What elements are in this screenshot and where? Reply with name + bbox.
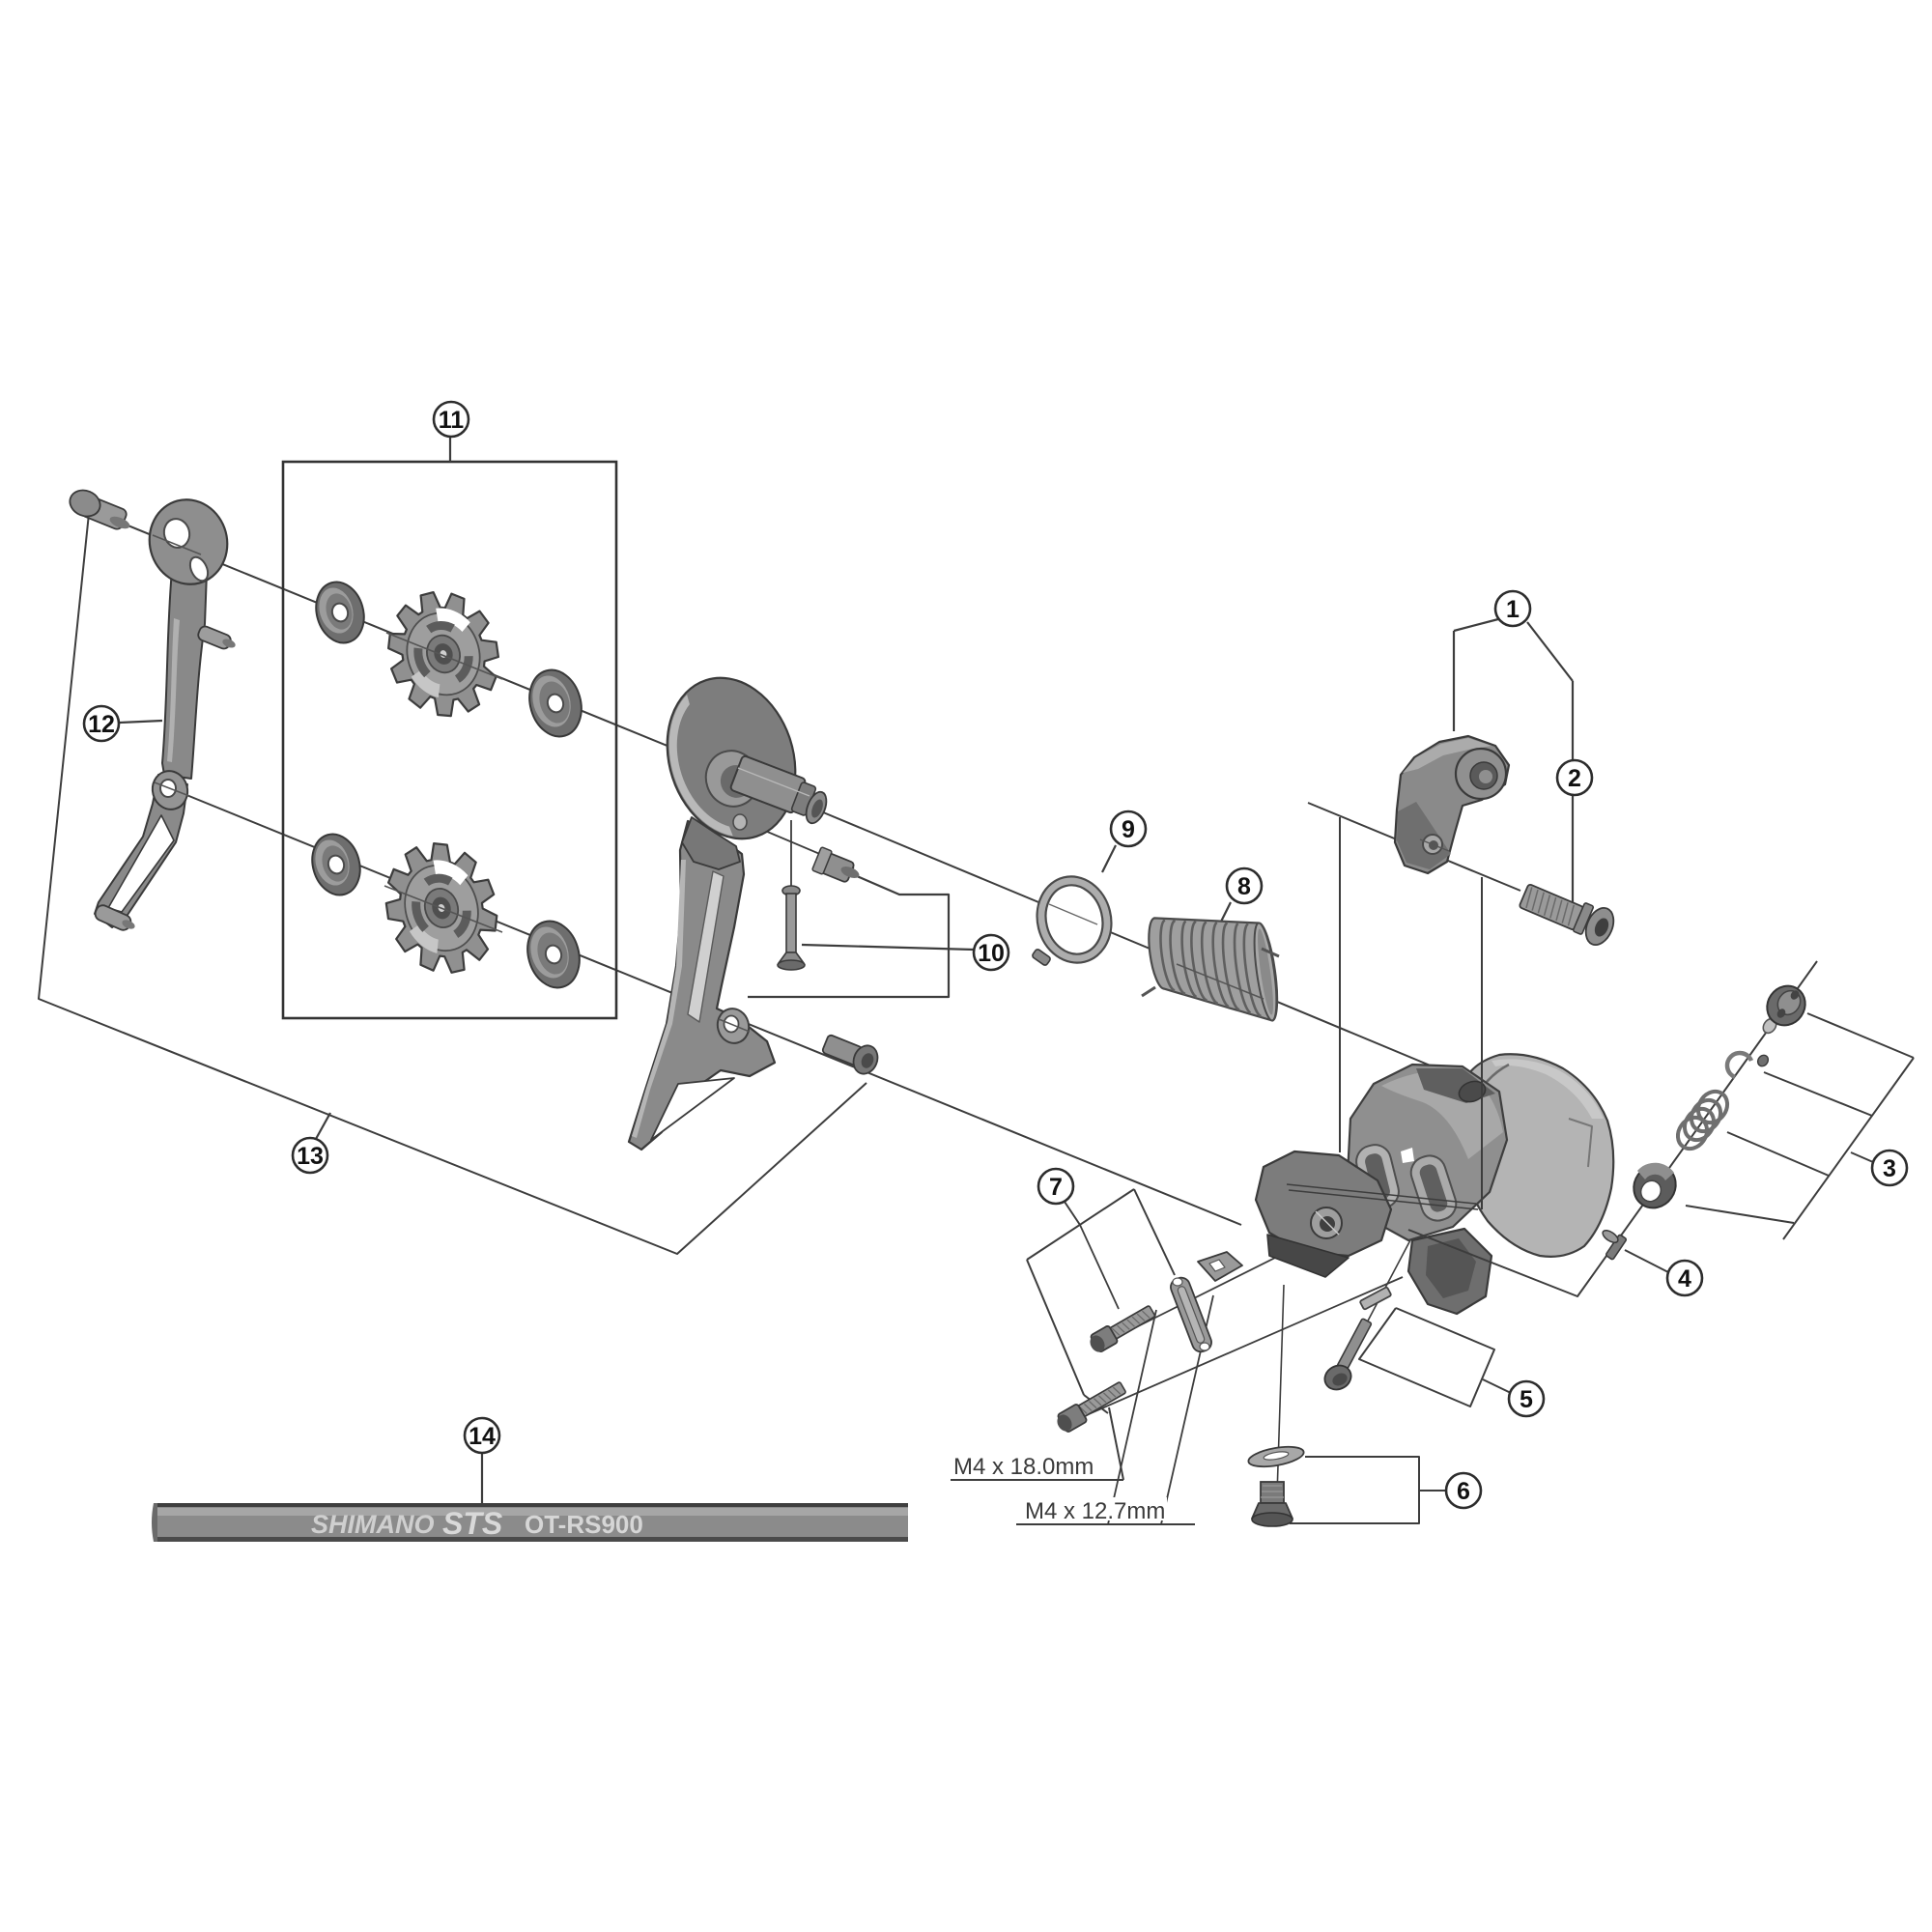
svg-text:4: 4 — [1678, 1265, 1691, 1293]
svg-text:OT-RS900: OT-RS900 — [525, 1510, 643, 1539]
svg-text:5: 5 — [1520, 1386, 1533, 1413]
svg-text:M4 x 12.7mm: M4 x 12.7mm — [1025, 1498, 1165, 1524]
svg-text:M4 x 18.0mm: M4 x 18.0mm — [953, 1454, 1094, 1480]
svg-text:6: 6 — [1457, 1478, 1470, 1505]
svg-text:STS: STS — [442, 1506, 503, 1541]
svg-text:2: 2 — [1568, 765, 1581, 792]
svg-text:SHIMANO: SHIMANO — [311, 1510, 435, 1539]
svg-text:14: 14 — [469, 1423, 496, 1450]
svg-text:9: 9 — [1122, 816, 1135, 843]
svg-text:1: 1 — [1506, 596, 1520, 623]
svg-text:7: 7 — [1049, 1174, 1063, 1201]
svg-text:8: 8 — [1237, 873, 1251, 900]
svg-text:12: 12 — [88, 711, 115, 738]
svg-text:11: 11 — [439, 407, 465, 434]
svg-text:13: 13 — [297, 1143, 324, 1170]
svg-text:10: 10 — [978, 940, 1005, 967]
svg-text:3: 3 — [1883, 1155, 1896, 1182]
